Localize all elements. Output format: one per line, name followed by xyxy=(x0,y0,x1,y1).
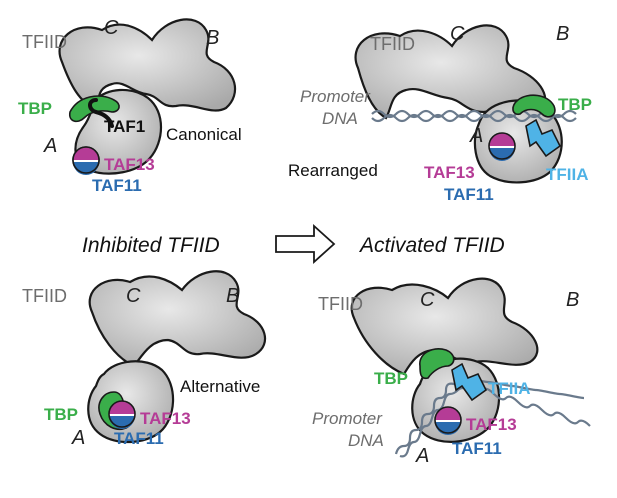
taf1-label: TAF1 xyxy=(104,117,145,136)
taf13-label: TAF13 xyxy=(424,163,475,182)
tbp-shape xyxy=(512,94,556,118)
panel-rearranged: TFIID C B A Promoter DNA TBP Rearranged … xyxy=(288,23,592,204)
tbp-label: TBP xyxy=(44,405,78,424)
tbp-shape xyxy=(419,348,455,380)
inhibited-label: Inhibited TFIID xyxy=(82,234,220,257)
hollow-right-arrow-icon xyxy=(275,223,336,265)
promoter-label: Promoter xyxy=(300,87,371,106)
dna-label: DNA xyxy=(322,109,358,128)
panel-alternative: TFIID C B Alternative TBP A TAF13 TAF11 xyxy=(22,270,266,449)
lobe-c-label: C xyxy=(450,23,465,45)
lobe-a-label: A xyxy=(469,125,483,147)
tbp-label: TBP xyxy=(558,95,592,114)
taf11-label: TAF11 xyxy=(452,439,502,458)
lobe-b-label: B xyxy=(206,27,219,49)
tfiid-bc-lobe xyxy=(58,18,236,112)
tfiia-label: TFIIA xyxy=(488,379,531,398)
dna-label: DNA xyxy=(348,431,384,450)
panel-canonical: TFIID C B A TBP TAF1 Canonical TAF13 TAF… xyxy=(18,17,242,195)
tfiia-label: TFIIA xyxy=(546,165,589,184)
lobe-b-label: B xyxy=(556,23,569,45)
taf1-hook-icon xyxy=(88,98,114,128)
tfiid-label: TFIID xyxy=(370,34,415,54)
lobe-a-label: A xyxy=(43,135,57,157)
lobe-c-label: C xyxy=(126,285,141,307)
taf11-taf13-dimer-icon xyxy=(434,406,462,435)
taf11-taf13-dimer-icon xyxy=(108,400,136,429)
alternative-label: Alternative xyxy=(180,377,260,396)
tfiid-label: TFIID xyxy=(318,294,363,314)
taf13-label: TAF13 xyxy=(466,415,517,434)
tbp-label: TBP xyxy=(18,99,52,118)
lobe-c-label: C xyxy=(104,17,119,39)
tfiid-bc-lobe xyxy=(350,277,539,376)
lobe-b-label: B xyxy=(566,289,579,311)
lobe-c-label: C xyxy=(420,289,435,311)
panel-activated: TFIID C B TBP TFIIA Promoter DNA A TAF13… xyxy=(312,277,591,467)
tfiid-label: TFIID xyxy=(22,32,67,52)
taf11-taf13-dimer-icon xyxy=(72,146,100,175)
activated-label: Activated TFIID xyxy=(358,234,505,257)
taf11-label: TAF11 xyxy=(92,176,142,195)
taf11-label: TAF11 xyxy=(444,185,494,204)
canonical-label: Canonical xyxy=(166,125,242,144)
tfiid-label: TFIID xyxy=(22,286,67,306)
rearranged-label: Rearranged xyxy=(288,161,378,180)
tbp-shape xyxy=(68,95,120,123)
tfiid-bc-lobe xyxy=(88,270,266,368)
lobe-b-label: B xyxy=(226,285,239,307)
taf11-taf13-dimer-icon xyxy=(488,132,516,161)
taf13-label: TAF13 xyxy=(104,155,155,174)
taf13-label: TAF13 xyxy=(140,409,191,428)
promoter-label: Promoter xyxy=(312,409,383,428)
lobe-a-label: A xyxy=(415,445,429,467)
tfiia-shape xyxy=(525,118,562,158)
tfiia-shape xyxy=(451,362,488,402)
taf11-label: TAF11 xyxy=(114,429,164,448)
tbp-label: TBP xyxy=(374,369,408,388)
lobe-a-label: A xyxy=(71,427,85,449)
